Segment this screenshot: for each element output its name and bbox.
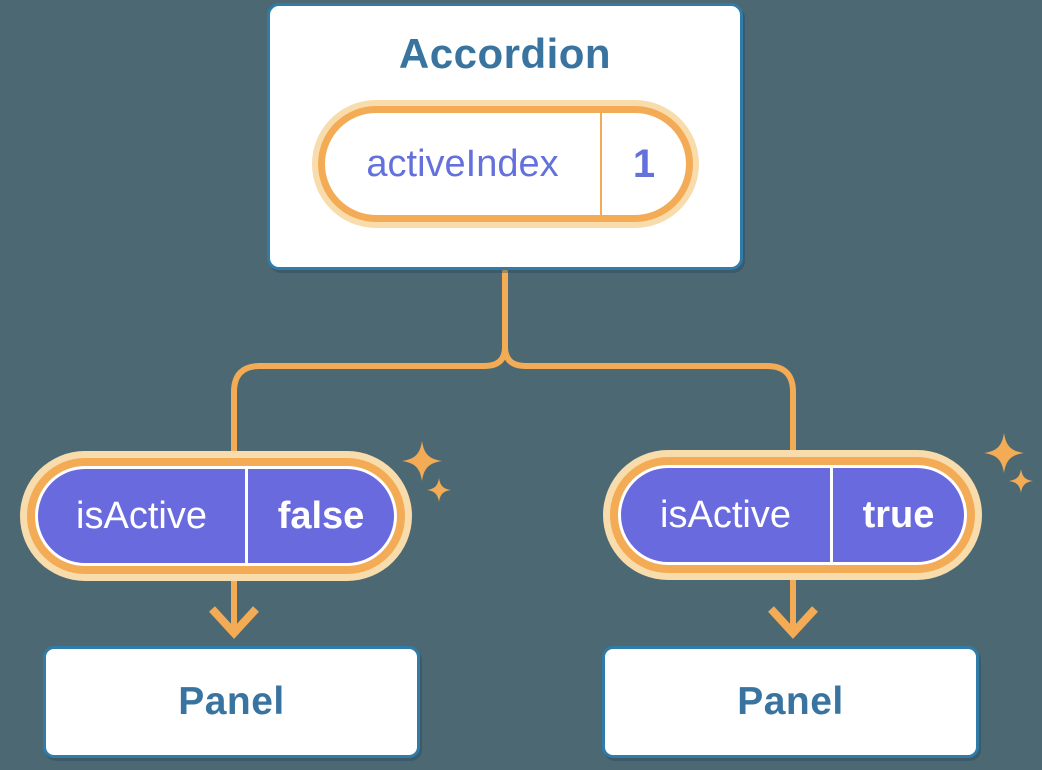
panel-title: Panel [737,680,844,723]
panel-title: Panel [178,680,285,723]
state-pill-value: 1 [632,141,656,186]
prop-pill-divider [830,468,833,562]
state-pill-label: activeIndex [366,142,559,185]
arrow-down-icon [209,606,259,639]
right-branch-line [502,345,796,630]
sparkle-icon [1009,469,1033,493]
state-pill: activeIndex 1 [318,106,693,222]
prop-pill-value: false [277,494,365,537]
accordion-title: Accordion [398,30,612,77]
panel-card-left: Panel [43,646,420,758]
prop-pill-isactive-true: isActive true [618,465,967,565]
prop-pill-label: isActive [660,493,791,536]
panel-card-right: Panel [602,646,979,758]
left-branch-line [231,345,508,630]
prop-pill-label: isActive [76,494,207,537]
arrow-down-icon [768,606,818,639]
sparkle-icon [402,441,442,481]
sparkle-icon [984,433,1024,473]
prop-pill-value: true [862,493,935,536]
prop-pill-divider [245,469,248,563]
prop-pill-isactive-false: isActive false [35,466,397,566]
sparkle-icon [427,478,451,502]
state-pill-divider [600,113,602,215]
